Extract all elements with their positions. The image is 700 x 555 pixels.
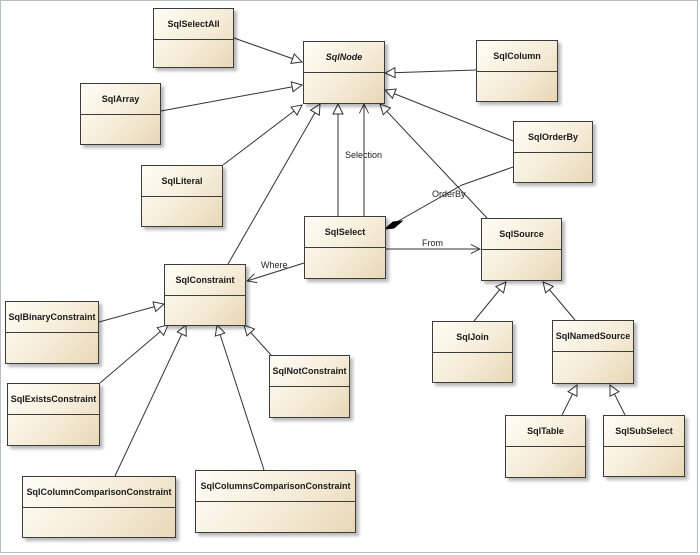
label-selection: Selection — [345, 150, 382, 160]
gen-literal-node — [222, 105, 302, 166]
class-name: SqlSource — [482, 219, 561, 250]
class-name: SqlColumn — [477, 41, 557, 72]
assoc-orderby — [385, 166, 514, 229]
class-name: SqlJoin — [433, 322, 512, 353]
class-sqljoin[interactable]: SqlJoin — [432, 321, 513, 383]
class-name: SqlBinaryConstraint — [6, 302, 98, 333]
class-sqlselect[interactable]: SqlSelect — [304, 216, 386, 279]
label-from: From — [422, 238, 443, 248]
gen-columnscomparison-constraint — [217, 325, 265, 471]
class-name: SqlConstraint — [165, 265, 245, 296]
class-name: SqlColumnsComparisonConstraint — [196, 471, 355, 502]
class-name: SqlTable — [506, 416, 585, 447]
class-name: SqlNode — [304, 42, 384, 73]
label-where: Where — [261, 260, 288, 270]
gen-not-constraint — [244, 325, 272, 356]
gen-column-node — [385, 70, 477, 73]
class-name: SqlSelectAll — [154, 9, 233, 40]
gen-subselect-namedsource — [610, 385, 626, 416]
class-sqlcolumn[interactable]: SqlColumn — [476, 40, 558, 102]
class-sqlsubselect[interactable]: SqlSubSelect — [603, 415, 685, 477]
class-name: SqlSelect — [305, 217, 385, 248]
class-name: SqlNamedSource — [553, 321, 633, 352]
gen-exists-constraint — [99, 325, 168, 384]
assoc-where — [247, 262, 305, 281]
class-sqlbinaryconstraint[interactable]: SqlBinaryConstraint — [5, 301, 99, 364]
class-sqlconstraint[interactable]: SqlConstraint — [164, 264, 246, 326]
class-sqlcolumncomparisonconstraint[interactable]: SqlColumnComparisonConstraint — [22, 476, 176, 538]
class-sqlnamedsource[interactable]: SqlNamedSource — [552, 320, 634, 384]
class-sqlarray[interactable]: SqlArray — [80, 83, 161, 145]
class-sqlsource[interactable]: SqlSource — [481, 218, 562, 281]
class-sqlorderby[interactable]: SqlOrderBy — [513, 121, 593, 183]
label-orderby: OrderBy — [432, 189, 466, 199]
gen-namedsource-source — [543, 282, 576, 321]
composition-diamond — [383, 220, 404, 230]
class-name: SqlColumnComparisonConstraint — [23, 477, 175, 508]
gen-table-namedsource — [561, 385, 577, 416]
class-name: SqlNotConstraint — [270, 356, 349, 387]
gen-constraint-node — [227, 104, 320, 265]
class-name: SqlOrderBy — [514, 122, 592, 153]
gen-array-node — [160, 85, 302, 112]
class-name: SqlSubSelect — [604, 416, 684, 447]
class-sqlselectall[interactable]: SqlSelectAll — [153, 8, 234, 68]
gen-join-source — [473, 282, 506, 322]
class-name: SqlLiteral — [142, 166, 222, 197]
class-sqlliteral[interactable]: SqlLiteral — [141, 165, 223, 227]
class-sqlnotconstraint[interactable]: SqlNotConstraint — [269, 355, 350, 418]
gen-source-node — [380, 104, 488, 219]
gen-columncomparison-constraint — [114, 325, 186, 477]
gen-orderby-node — [385, 90, 514, 142]
gen-selectall-node — [233, 37, 302, 62]
class-sqltable[interactable]: SqlTable — [505, 415, 586, 478]
gen-binary-constraint — [98, 304, 164, 323]
class-name: SqlArray — [81, 84, 160, 115]
class-sqlnode[interactable]: SqlNode — [303, 41, 385, 104]
class-name: SqlExistsConstraint — [8, 384, 99, 415]
class-sqlcolumnscomparisonconstraint[interactable]: SqlColumnsComparisonConstraint — [195, 470, 356, 533]
class-sqlexistsconstraint[interactable]: SqlExistsConstraint — [7, 383, 100, 446]
